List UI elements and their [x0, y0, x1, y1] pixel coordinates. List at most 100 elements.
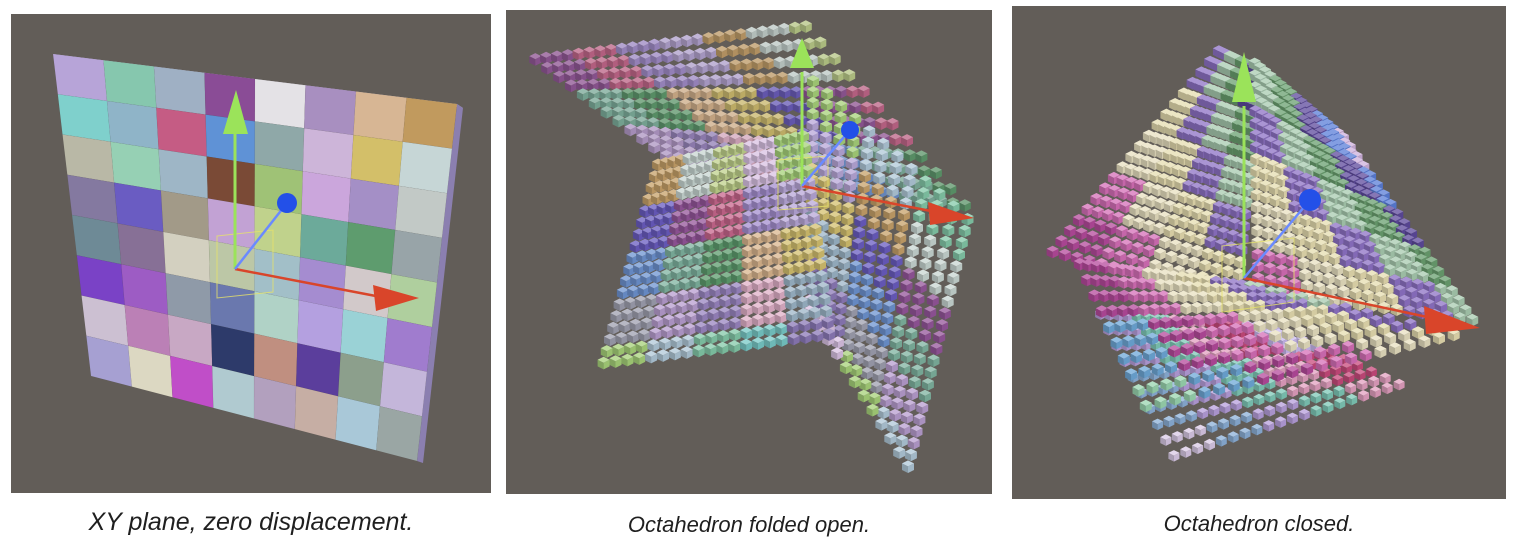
- voxel-cube: [1125, 319, 1138, 332]
- voxel-cube: [708, 296, 721, 310]
- voxel-cube: [846, 85, 859, 99]
- voxel-cube: [1138, 303, 1151, 317]
- voxel-cube: [1289, 315, 1302, 329]
- voxel-cube: [615, 332, 628, 345]
- voxel-cube: [1132, 217, 1145, 230]
- voxel-cube: [1083, 216, 1096, 230]
- voxel-cube: [1215, 312, 1228, 325]
- voxel-cube: [1242, 396, 1254, 409]
- voxel-cube: [838, 246, 851, 260]
- voxel-cube: [858, 170, 871, 183]
- plane-tile: [303, 85, 357, 136]
- voxel-cube: [908, 233, 921, 246]
- voxel-cube: [734, 86, 747, 100]
- voxel-cube: [930, 342, 943, 356]
- z-axis-line: [801, 129, 851, 187]
- voxel-cube: [751, 325, 764, 339]
- voxel-cube: [836, 280, 849, 293]
- voxel-cube: [717, 132, 730, 145]
- voxel-cube: [1163, 225, 1176, 238]
- voxel-cube: [1370, 314, 1383, 328]
- voxel-cube: [806, 86, 819, 99]
- voxel-cube: [1072, 214, 1085, 227]
- voxel-cube: [762, 277, 775, 291]
- voxel-cube: [665, 75, 678, 89]
- voxel-cube: [612, 114, 625, 128]
- voxel-cube: [803, 259, 816, 273]
- voxel-cube: [729, 59, 742, 72]
- voxel-cube: [741, 280, 754, 294]
- voxel-cube: [837, 269, 850, 282]
- voxel-cube: [831, 347, 844, 360]
- voxel-cube: [1215, 435, 1227, 447]
- voxel-cube: [689, 87, 702, 100]
- voxel-cube: [896, 302, 909, 316]
- voxel-cube: [685, 311, 698, 324]
- voxel-cube: [1275, 401, 1287, 414]
- voxel-cube: [1351, 327, 1364, 341]
- voxel-cube: [912, 292, 925, 306]
- xy-plane-render: [11, 14, 491, 493]
- voxel-cube: [1163, 415, 1175, 428]
- voxel-cube: [861, 273, 873, 287]
- viewport-xy-plane: [11, 14, 491, 493]
- voxel-cube: [713, 30, 726, 44]
- plane-tile: [402, 97, 458, 149]
- voxel-cube: [729, 317, 742, 330]
- voxel-cube: [835, 85, 848, 99]
- voxel-cube: [1368, 375, 1380, 388]
- voxel-cube: [812, 246, 825, 260]
- voxel-cube: [621, 308, 634, 322]
- voxel-cube: [615, 42, 628, 56]
- voxel-cube: [1138, 365, 1151, 379]
- voxel-cube: [728, 328, 741, 342]
- voxel-cube: [1342, 340, 1355, 354]
- voxel-cube: [662, 314, 675, 327]
- voxel-cube: [910, 425, 923, 438]
- voxel-cube: [781, 100, 794, 113]
- voxel-cube: [1287, 266, 1300, 279]
- voxel-cube: [1256, 331, 1269, 345]
- voxel-cube: [818, 175, 831, 189]
- voxel-cube: [572, 47, 585, 61]
- voxel-cube: [1097, 233, 1110, 246]
- voxel-cube: [1151, 363, 1164, 376]
- voxel-cube: [1410, 296, 1423, 310]
- voxel-cube: [776, 71, 789, 85]
- voxel-cube: [551, 50, 563, 64]
- voxel-cube: [787, 71, 800, 84]
- voxel-cube: [609, 355, 622, 368]
- voxel-cube: [1110, 336, 1123, 350]
- voxel-cube: [1388, 274, 1401, 287]
- octahedron-closed-render: [1012, 6, 1506, 499]
- voxel-cube: [1403, 305, 1416, 318]
- voxel-cube: [1280, 208, 1293, 222]
- voxel-cube: [1127, 304, 1140, 317]
- voxel-cube: [1231, 335, 1244, 349]
- voxel-cube: [1310, 392, 1322, 404]
- voxel-cube: [1204, 438, 1215, 451]
- voxel-cube: [635, 116, 648, 129]
- voxel-cube: [761, 242, 774, 256]
- voxel-cube: [1277, 317, 1290, 330]
- voxel-cube: [1298, 395, 1310, 407]
- voxel-cube: [659, 37, 672, 50]
- voxel-cube: [1330, 355, 1343, 369]
- voxel-cube: [839, 361, 852, 375]
- voxel-cube: [866, 228, 879, 241]
- voxel-cube: [1315, 359, 1328, 372]
- plane-tile: [299, 213, 349, 266]
- voxel-cube: [690, 98, 703, 112]
- voxel-cube: [651, 315, 664, 329]
- voxel-cube: [902, 267, 915, 281]
- voxel-cube: [903, 399, 916, 413]
- voxel-cube: [872, 287, 885, 300]
- voxel-cube: [1098, 289, 1111, 303]
- voxel-cube: [797, 308, 810, 321]
- voxel-cube: [869, 205, 882, 219]
- voxel-cube: [680, 34, 693, 48]
- voxel-cube: [845, 157, 858, 170]
- bounds-box: [777, 155, 829, 211]
- voxel-cube: [921, 246, 934, 259]
- voxel-cube: [584, 57, 597, 71]
